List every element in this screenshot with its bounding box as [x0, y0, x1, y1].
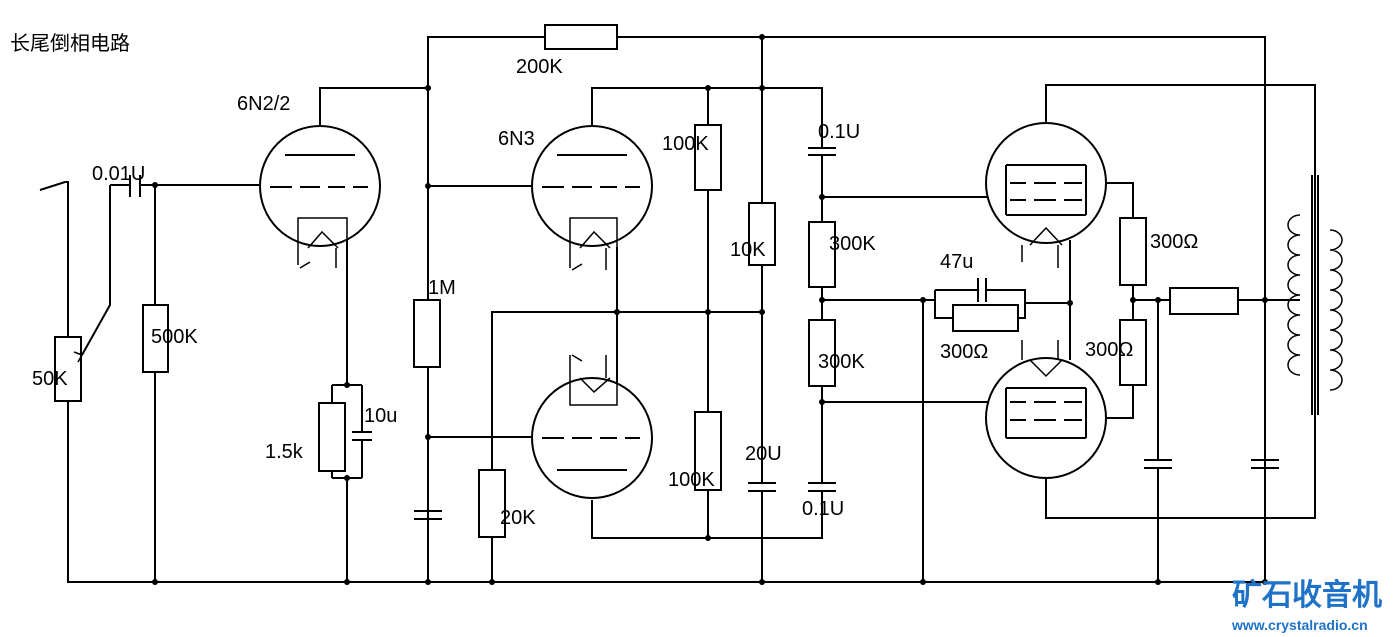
label-c-cath: 10u — [364, 405, 397, 427]
watermark-url: www.crystalradio.cn — [1231, 617, 1368, 633]
output-transformer — [1287, 175, 1343, 415]
label-c-01u-bot: 0.1U — [802, 498, 844, 520]
label-r-300k-top: 300K — [829, 233, 876, 255]
watermark-name: 矿石收音机 — [1232, 578, 1382, 613]
label-r-grid: 500K — [151, 326, 198, 348]
tube-power-lower — [985, 340, 1107, 479]
tube-power-upper — [985, 122, 1107, 268]
label-r-300k-bot: 300K — [818, 351, 865, 373]
label-r-10k: 10K — [730, 239, 766, 261]
label-r-300-bot: 300Ω — [1085, 339, 1133, 361]
tube-input-6n2 — [259, 125, 381, 269]
junctions — [152, 34, 1268, 585]
tube-ltp-upper-6n3 — [531, 125, 653, 271]
label-tube-ltp: 6N3 — [498, 128, 535, 150]
tube-ltp-lower — [531, 354, 653, 499]
capacitors — [129, 147, 1279, 520]
wires — [39, 36, 1316, 583]
label-c-47u: 47u — [940, 251, 973, 273]
label-c-01u-top: 0.1U — [818, 121, 860, 143]
label-c-20u: 20U — [745, 443, 782, 465]
label-r-1m: 1M — [428, 277, 456, 299]
label-r-20k: 20K — [500, 507, 536, 529]
resistors — [54, 24, 1239, 538]
label-r-100k-top: 100K — [662, 133, 709, 155]
watermark-logo: 矿石收音机 www.crystalradio.cn — [1231, 578, 1382, 633]
label-r-300-top: 300Ω — [1150, 231, 1198, 253]
label-pot: 50K — [32, 368, 68, 390]
label-r-100k-bot: 100K — [668, 469, 715, 491]
labels: 6N2/2 6N3 0.01U 50K 500K 1.5k 10u 200K 1… — [32, 56, 1198, 529]
label-cap-input: 0.01U — [92, 163, 145, 185]
label-r-300-bias: 300Ω — [940, 341, 988, 363]
label-r-fb: 200K — [516, 56, 563, 78]
label-r-cath: 1.5k — [265, 441, 304, 463]
pot-wiper-icon — [73, 351, 83, 363]
label-tube-input: 6N2/2 — [237, 93, 290, 115]
diagram-title: 长尾倒相电路 — [10, 31, 130, 55]
